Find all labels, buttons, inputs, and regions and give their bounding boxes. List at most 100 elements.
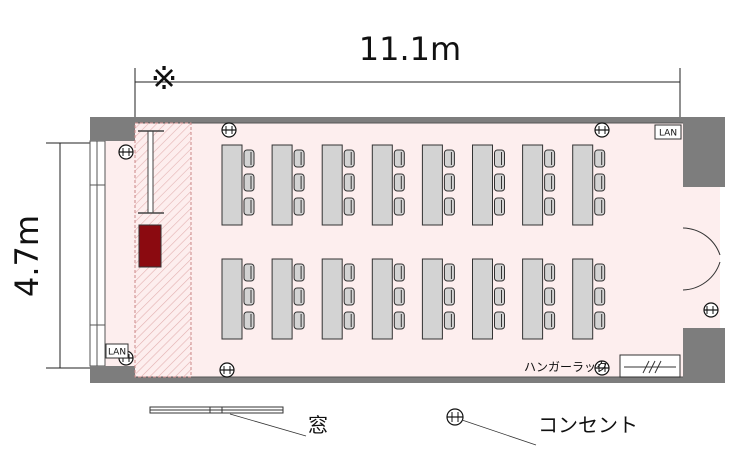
chair <box>393 311 405 330</box>
chair <box>343 197 355 216</box>
desk <box>321 258 343 340</box>
hanger-rack: ハンガーラック <box>524 354 681 378</box>
desk-unit <box>321 258 355 340</box>
chair <box>494 149 505 168</box>
height-label: 4.7m <box>8 215 46 297</box>
chair <box>393 149 405 168</box>
chair <box>443 197 455 216</box>
chair <box>243 311 255 330</box>
chair <box>443 149 455 168</box>
chair <box>494 287 505 306</box>
desk <box>421 144 443 226</box>
chair <box>293 173 305 192</box>
outlet-icon <box>703 302 719 318</box>
chair <box>243 173 255 192</box>
chair <box>293 149 305 168</box>
desk-unit <box>221 144 255 226</box>
desk <box>271 144 293 226</box>
chair <box>243 149 255 168</box>
chair <box>243 287 255 306</box>
lan-label: LAN <box>659 129 677 139</box>
desk <box>522 258 544 340</box>
desk-layout <box>221 144 606 340</box>
desk <box>371 258 393 340</box>
desk <box>421 258 443 340</box>
chair <box>343 263 355 282</box>
desk-unit <box>321 144 355 226</box>
height-dimension: 4.7m <box>8 142 95 369</box>
desk <box>221 258 243 340</box>
width-dimension: 11.1m ※ <box>134 30 681 118</box>
chair <box>243 197 255 216</box>
chair <box>494 263 505 282</box>
desk <box>271 258 293 340</box>
desk-unit <box>371 144 405 226</box>
desk-unit <box>522 258 556 340</box>
chair <box>393 263 405 282</box>
desk <box>522 144 544 226</box>
width-label: 11.1m <box>359 30 461 68</box>
desk <box>221 144 243 226</box>
chair <box>243 263 255 282</box>
desk-unit <box>522 144 556 226</box>
chair <box>443 263 455 282</box>
chair <box>594 149 606 168</box>
desk <box>572 144 594 226</box>
chair <box>494 311 505 330</box>
lan-port-right: LAN <box>654 124 682 140</box>
note-mark: ※ <box>151 59 178 97</box>
chair <box>544 149 556 168</box>
chair <box>293 311 305 330</box>
chair <box>443 173 455 192</box>
desk <box>321 144 343 226</box>
desk <box>371 144 393 226</box>
chair <box>393 287 405 306</box>
chair <box>393 197 405 216</box>
lan-label: LAN <box>108 348 126 358</box>
window-legend-label: 窓 <box>308 413 328 437</box>
outlet-icon <box>221 122 237 138</box>
chair <box>343 149 355 168</box>
chair <box>293 263 305 282</box>
chair <box>544 197 556 216</box>
chair <box>293 197 305 216</box>
chair <box>594 197 606 216</box>
chair <box>293 287 305 306</box>
chair <box>494 197 505 216</box>
outlet-icon <box>594 122 610 138</box>
outlet-icon <box>219 362 235 378</box>
chair <box>443 311 455 330</box>
chair <box>544 311 556 330</box>
chair <box>594 263 606 282</box>
window-legend-icon <box>149 406 307 437</box>
outlet-icon <box>118 144 134 160</box>
chair <box>443 287 455 306</box>
whiteboard <box>138 130 164 214</box>
chair <box>594 311 606 330</box>
desk <box>472 144 493 226</box>
entrance-door <box>682 227 721 291</box>
desk <box>572 258 594 340</box>
podium <box>138 224 162 268</box>
chair <box>494 173 505 192</box>
lan-port-left: LAN <box>105 343 129 359</box>
chair <box>544 173 556 192</box>
outlet-legend-label: コンセント <box>538 413 638 437</box>
chair <box>544 263 556 282</box>
desk-unit <box>271 258 305 340</box>
desk-unit <box>472 258 505 340</box>
desk-unit <box>572 258 606 340</box>
chair <box>594 287 606 306</box>
desk-unit <box>221 258 255 340</box>
chair <box>393 173 405 192</box>
outlet-legend-icon <box>446 408 537 446</box>
desk <box>472 258 493 340</box>
desk-unit <box>421 258 455 340</box>
outlet-icon <box>594 360 610 376</box>
desk-unit <box>421 144 455 226</box>
legend: 窓 コンセント <box>149 406 638 446</box>
desk-unit <box>472 144 505 226</box>
chair <box>343 287 355 306</box>
chair <box>544 287 556 306</box>
